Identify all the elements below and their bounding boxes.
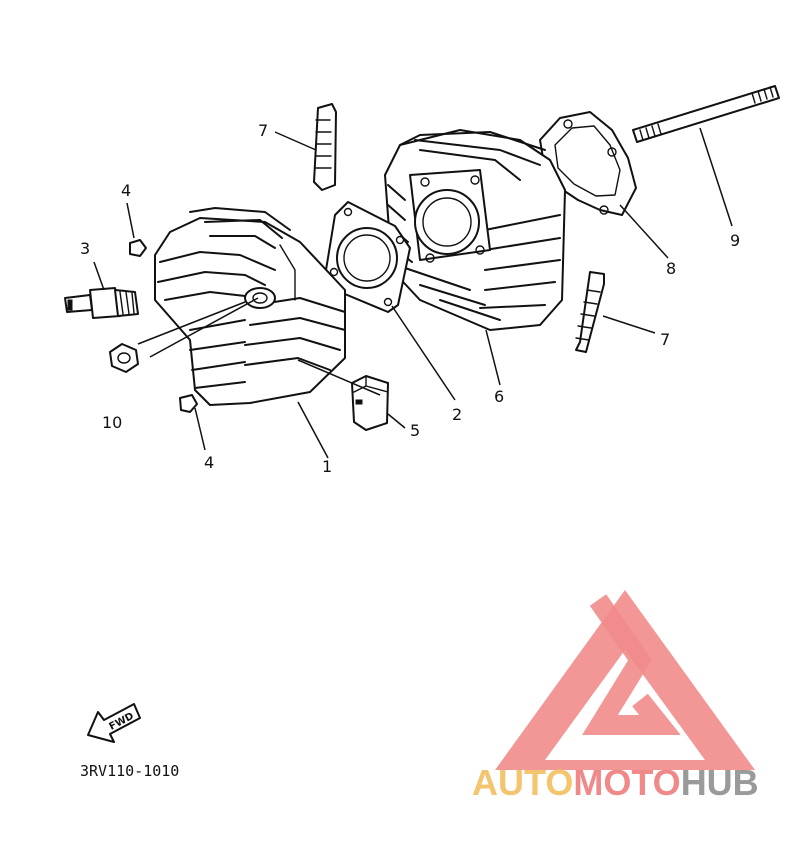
damper-icon-upper [129,239,147,257]
callout-7-lower: 7 [660,330,670,349]
cylinder-icon [384,129,566,331]
damper-block-icon [351,375,389,431]
logo-inner-triangle-icon [582,594,681,735]
callout-4-lower: 4 [204,453,214,472]
fin-damper-icon-upper [313,103,337,191]
head-gasket-icon [325,201,411,313]
cylinder-head-icon [154,207,346,406]
fin-damper-icon-lower [575,271,605,353]
stud-bolt-icon [632,85,780,143]
logo-triangle-icon [495,590,755,770]
callout-3: 3 [80,239,90,258]
damper-icon-lower [179,394,198,413]
logo-moto: MOTO [573,762,680,803]
callout-4-upper: 4 [121,181,131,200]
callout-2: 2 [452,405,462,424]
callout-7-upper: 7 [258,121,268,140]
fwd-arrow-icon: FWD [87,703,141,743]
leader-lines [93,127,733,459]
logo-auto: AUTO [472,762,573,803]
callout-6: 6 [494,387,504,406]
logo-hub: HUB [681,762,759,803]
callout-8: 8 [666,259,676,278]
callout-1: 1 [322,457,332,476]
logo-text: AUTOMOTOHUB [472,762,759,803]
callout-labels: 1 2 3 4 4 5 6 7 7 8 9 10 [80,121,740,476]
nut-icon [109,343,139,373]
callout-10: 10 [102,413,122,432]
automotohub-logo: AUTOMOTOHUB [472,590,759,803]
diagram-code: 3RV110-1010 [80,762,179,780]
spark-plug-icon [64,287,139,319]
callout-9: 9 [730,231,740,250]
callout-5: 5 [410,421,420,440]
